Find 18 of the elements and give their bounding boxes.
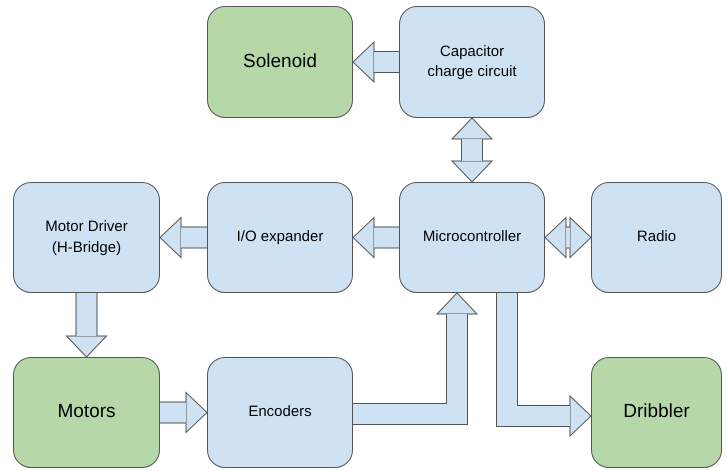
block-label: Dribbler bbox=[623, 400, 690, 424]
block-box bbox=[207, 182, 353, 293]
block-label: Radio bbox=[636, 227, 676, 248]
block-box bbox=[399, 182, 545, 293]
block-label: Solenoid bbox=[243, 50, 317, 74]
block-box bbox=[13, 357, 160, 468]
block-label: I/O expander bbox=[236, 227, 324, 248]
block-box bbox=[399, 6, 545, 118]
block-label: Microcontroller bbox=[422, 227, 522, 248]
block-box bbox=[13, 182, 160, 293]
block-label: Encoders bbox=[248, 402, 312, 422]
block-label: Motors bbox=[57, 400, 116, 424]
block-label: Capacitor charge circuit bbox=[426, 42, 518, 82]
block-box bbox=[207, 357, 353, 468]
block-box bbox=[207, 6, 353, 118]
block-label: Motor Driver (H-Bridge) bbox=[44, 217, 129, 258]
block-box bbox=[591, 357, 722, 468]
block-box bbox=[591, 182, 722, 293]
